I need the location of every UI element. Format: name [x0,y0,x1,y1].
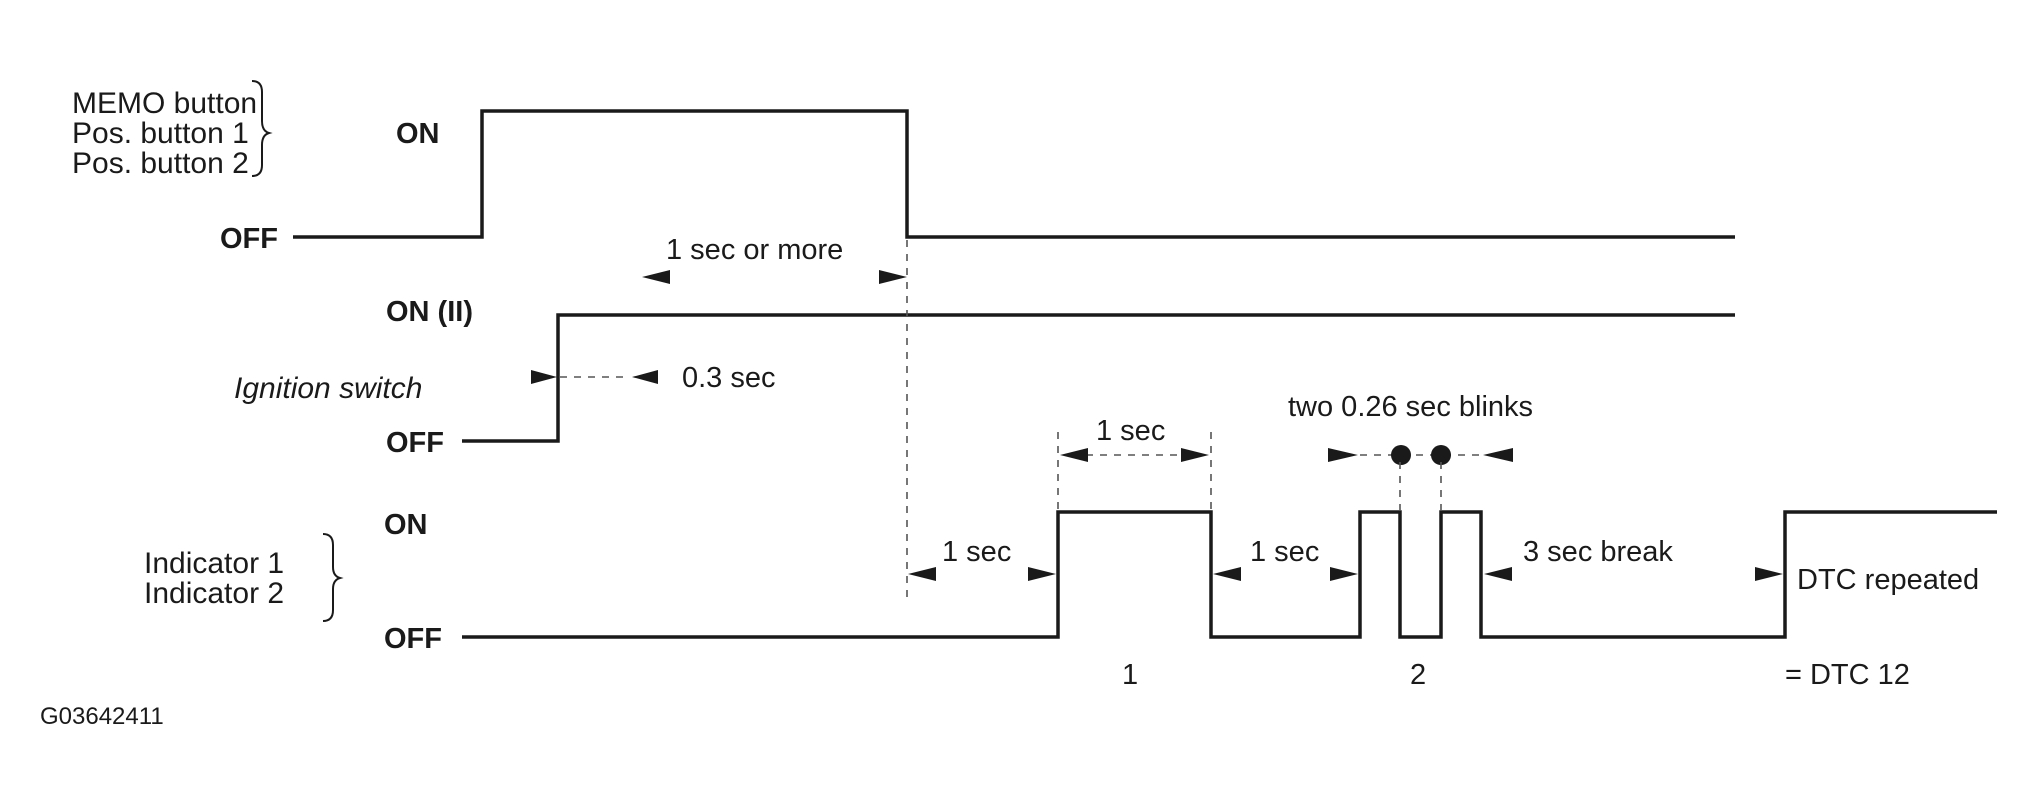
pulse-count-one: 1 [1122,659,1138,691]
blink-marker-dot [1391,445,1411,465]
point-three-sec-label: 0.3 sec [682,362,776,394]
ignition-on-state: ON (II) [386,296,473,328]
arrow-right-icon [1028,567,1056,581]
arrow-left-icon [1484,567,1512,581]
indicator-2-label: Indicator 2 [144,577,284,610]
indicator-group-brace [322,533,344,622]
one-sec-delay-label: 1 sec [942,536,1011,568]
indicator-on-state: ON [384,509,428,541]
three-sec-break-label: 3 sec break [1523,536,1673,568]
pulse-count-two: 2 [1410,659,1426,691]
blink-marker-dot [1431,445,1451,465]
pos-button-2-label: Pos. button 2 [72,147,249,180]
arrow-right-icon [642,270,670,284]
memo-on-state: ON [396,118,440,150]
memo-signal-trace [293,109,1735,239]
arrow-left-icon [1483,448,1513,462]
indicator-signal-trace [462,510,1997,639]
dtc-result-label: = DTC 12 [1785,659,1910,691]
arrow-left-icon [879,270,907,284]
arrow-right-icon [1330,567,1358,581]
indicator-off-state: OFF [384,623,442,655]
ignition-signal-trace [462,313,1735,443]
arrow-left-icon [1213,567,1241,581]
one-sec-pulse-label: 1 sec [1096,415,1165,447]
arrow-right-icon [1328,448,1358,462]
memo-button-label: MEMO button [72,87,257,120]
ignition-switch-label: Ignition switch [234,372,422,405]
arrow-right-icon [1181,448,1209,462]
ignition-off-state: OFF [386,427,444,459]
arrow-left-icon [632,370,658,384]
indicator-1-label: Indicator 1 [144,547,284,580]
arrow-left-icon [908,567,936,581]
arrow-right-icon [531,370,557,384]
memo-off-state: OFF [220,223,278,255]
one-sec-or-more-label: 1 sec or more [666,234,843,266]
arrow-left-icon [1060,448,1088,462]
dtc-repeated-label: DTC repeated [1797,564,1979,596]
figure-code: G03642411 [40,703,164,730]
arrow-right-icon [1755,567,1783,581]
memo-group-brace [251,80,273,177]
one-sec-gap-label: 1 sec [1250,536,1319,568]
two-blinks-label: two 0.26 sec blinks [1288,391,1533,423]
pos-button-1-label: Pos. button 1 [72,117,249,150]
